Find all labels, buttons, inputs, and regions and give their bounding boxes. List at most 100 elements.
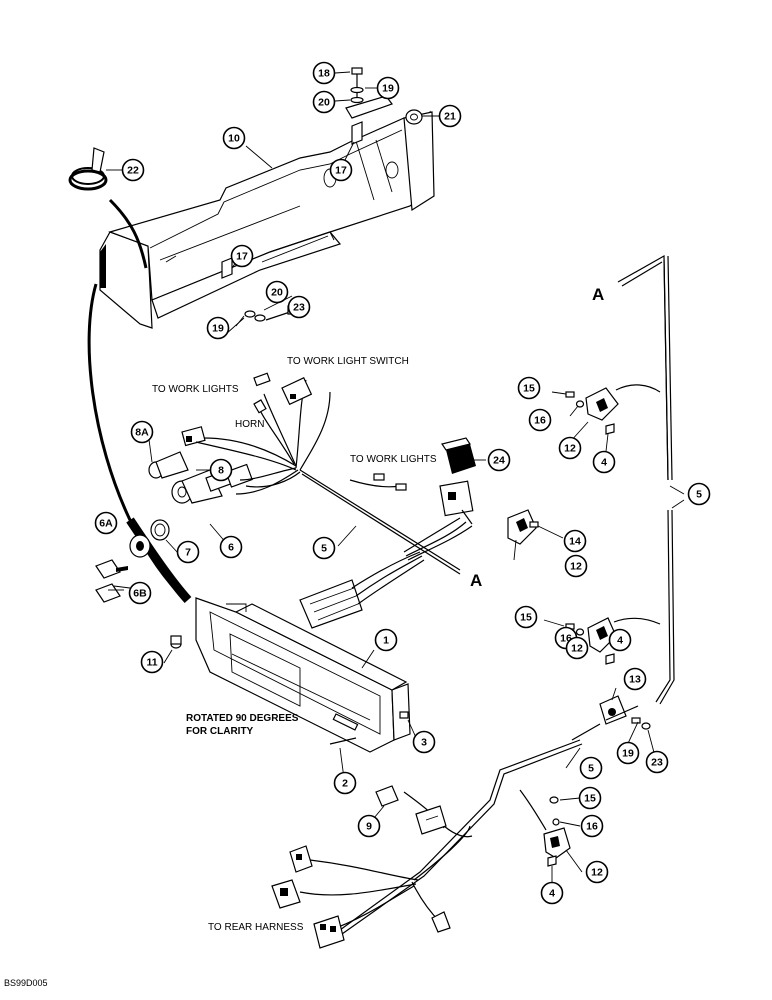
section-marker-a-mid: A [470, 571, 482, 590]
indicator-light-8A [148, 426, 206, 479]
callout-11: 11 [140, 650, 164, 674]
section-marker-a-top: A [592, 285, 604, 304]
callout-18: 18 [312, 61, 336, 85]
svg-text:5: 5 [696, 489, 702, 501]
callout-20: 20 [265, 280, 289, 304]
callout-10: 10 [222, 126, 246, 150]
callout-9: 9 [357, 814, 381, 838]
callout-16: 16 [580, 814, 604, 838]
label-to-work-lights-right: TO WORK LIGHTS [350, 454, 437, 465]
callout-12: 12 [558, 436, 582, 460]
callout-19: 19 [206, 316, 230, 340]
main-harness-5 [195, 372, 474, 629]
callout-16: 16 [528, 408, 552, 432]
callout-2: 2 [333, 771, 357, 795]
callout-8: 8 [209, 458, 233, 482]
svg-text:13: 13 [629, 674, 641, 686]
svg-text:15: 15 [520, 612, 532, 624]
callout-19: 19 [376, 76, 400, 100]
callout-12: 12 [565, 636, 589, 660]
callout-15: 15 [514, 605, 538, 629]
callout-17: 17 [230, 244, 254, 268]
callout-5: 5 [687, 482, 711, 506]
svg-text:12: 12 [564, 443, 576, 455]
svg-text:18: 18 [318, 68, 330, 80]
svg-text:21: 21 [444, 111, 456, 123]
callout-19: 19 [616, 741, 640, 765]
label-rotated-line1: ROTATED 90 DEGREES [186, 713, 299, 724]
svg-text:23: 23 [293, 302, 305, 314]
clip-13 [599, 695, 651, 730]
callout-12: 12 [585, 860, 609, 884]
svg-text:24: 24 [493, 455, 505, 467]
callout-24: 24 [487, 448, 511, 472]
svg-text:19: 19 [622, 748, 634, 760]
svg-text:17: 17 [236, 251, 248, 263]
key-switch [95, 463, 253, 603]
svg-text:14: 14 [569, 536, 581, 548]
svg-text:19: 19 [212, 323, 224, 335]
svg-text:12: 12 [571, 643, 583, 655]
svg-text:16: 16 [586, 821, 598, 833]
label-horn: HORN [235, 419, 264, 430]
callout-6: 6 [219, 535, 243, 559]
svg-text:1: 1 [383, 635, 389, 647]
callout-23: 23 [645, 750, 669, 774]
top-bolt-assembly [334, 67, 378, 104]
svg-text:4: 4 [617, 635, 623, 647]
drawing-number: BS99D005 [4, 978, 48, 988]
clamp-assembly-lower [565, 617, 661, 665]
instrument-cluster [195, 597, 411, 753]
label-to-work-light-switch: TO WORK LIGHT SWITCH [287, 356, 409, 367]
callout-20: 20 [312, 90, 336, 114]
grommet-11 [170, 635, 182, 649]
svg-text:4: 4 [601, 457, 607, 469]
text-labels: TO WORK LIGHT SWITCH TO WORK LIGHTS HORN… [4, 285, 604, 988]
svg-text:17: 17 [335, 165, 347, 177]
svg-text:2: 2 [342, 778, 348, 790]
callout-5: 5 [312, 536, 336, 560]
label-to-work-lights-left: TO WORK LIGHTS [152, 384, 239, 395]
callout-14: 14 [563, 529, 587, 553]
svg-text:19: 19 [382, 83, 394, 95]
callout-15: 15 [517, 376, 541, 400]
callout-15: 15 [578, 786, 602, 810]
callout-1: 1 [374, 628, 398, 652]
svg-text:6: 6 [228, 542, 234, 554]
callout-23: 23 [287, 295, 311, 319]
svg-text:4: 4 [549, 888, 555, 900]
svg-text:6B: 6B [133, 588, 147, 600]
nut-21 [405, 109, 441, 125]
svg-text:12: 12 [591, 867, 603, 879]
relay-24 [441, 437, 476, 474]
svg-text:12: 12 [570, 561, 582, 573]
callout-8A: 8A [130, 420, 154, 444]
label-to-rear-harness: TO REAR HARNESS [208, 922, 304, 933]
svg-text:8: 8 [218, 465, 224, 477]
dash-panel-bracket [99, 95, 435, 329]
svg-text:8A: 8A [135, 427, 149, 439]
rear-harness [271, 723, 601, 949]
tie-strap-coil [68, 147, 122, 191]
clamp-assembly-middle [507, 509, 539, 545]
callout-17: 17 [329, 158, 353, 182]
svg-text:16: 16 [560, 633, 572, 645]
svg-text:23: 23 [651, 757, 663, 769]
callout-6B: 6B [128, 581, 152, 605]
callout-4: 4 [540, 881, 564, 905]
label-rotated-line2: FOR CLARITY [186, 726, 254, 737]
callout-22: 22 [121, 158, 145, 182]
svg-text:3: 3 [421, 737, 427, 749]
clamp-assembly-bottom [519, 789, 571, 867]
svg-text:5: 5 [321, 543, 327, 555]
svg-text:20: 20 [318, 97, 330, 109]
svg-text:10: 10 [228, 133, 240, 145]
clamp-assembly-upper [551, 384, 661, 435]
svg-text:11: 11 [146, 657, 157, 669]
callout-13: 13 [623, 667, 647, 691]
section-a-harness [617, 254, 675, 705]
svg-text:15: 15 [584, 793, 596, 805]
